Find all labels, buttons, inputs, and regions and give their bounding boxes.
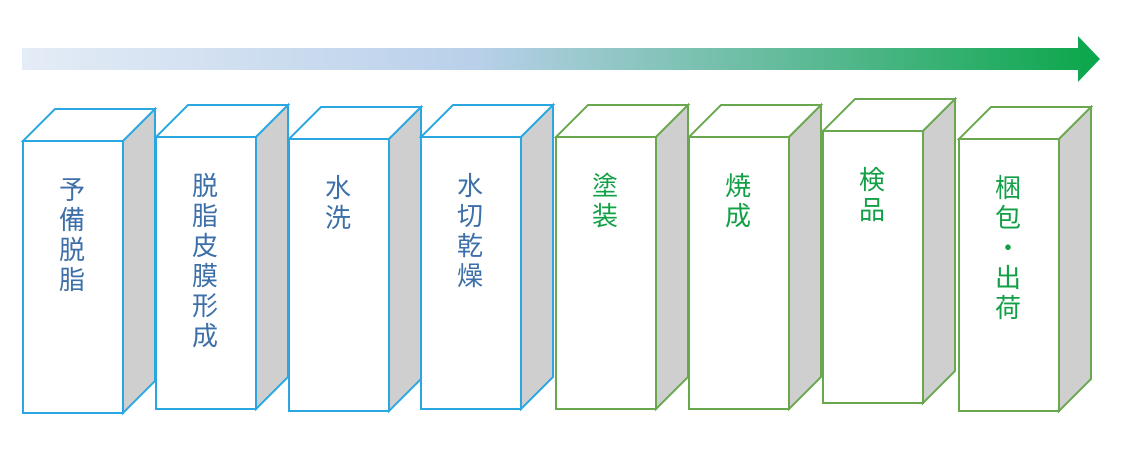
process-step: 水切乾燥 [418,102,556,412]
step-label-char: 出 [994,264,1021,294]
step-label-char: 切 [456,202,483,232]
process-step: 検品 [820,96,958,406]
step-label-char: 梱 [994,174,1021,204]
step-label-char: 洗 [324,204,351,234]
step-label-char: 品 [858,196,885,226]
step-label-char: 塗 [591,172,618,202]
step-label: 梱包・出荷 [958,174,1058,324]
step-label-char: 燥 [456,262,483,292]
step-box-3d [286,104,424,414]
box-side-face [388,104,422,414]
step-label-char: 予 [58,176,85,206]
box-side-face [788,102,822,412]
step-label-char: 形 [191,292,218,322]
process-step: 焼成 [686,102,824,412]
box-front-face [22,140,124,414]
step-label-char: 成 [191,322,218,352]
box-side-face [655,102,689,412]
box-front-face [822,130,924,404]
step-label: 水切乾燥 [420,172,520,292]
process-step: 水洗 [286,104,424,414]
step-box-3d [553,102,691,412]
box-side-face [1058,104,1092,414]
step-label-char: 脂 [191,202,218,232]
step-box-3d [820,96,958,406]
step-label: 予備脱脂 [22,176,122,296]
step-label-char: 包 [994,204,1021,234]
box-side-face [255,102,289,412]
step-label-char: 皮 [191,232,218,262]
process-flow-arrow [22,36,1100,82]
step-box-3d [418,102,556,412]
step-label-char: 膜 [191,262,218,292]
box-front-face [688,136,790,410]
step-label-char: 焼 [724,172,751,202]
step-label-char: 脂 [58,266,85,296]
step-label-char: 脱 [58,236,85,266]
step-label: 脱脂皮膜形成 [155,172,255,352]
box-side-face [922,96,956,406]
box-front-face [288,138,390,412]
step-label-char: 備 [58,206,85,236]
process-step: 塗装 [553,102,691,412]
step-box-3d [153,102,291,412]
step-box-3d [686,102,824,412]
step-label-char: 荷 [994,294,1021,324]
process-step: 脱脂皮膜形成 [153,102,291,412]
step-label-char: ・ [994,234,1021,264]
step-label: 検品 [822,166,922,226]
step-label-char: 装 [591,202,618,232]
step-label-char: 水 [324,174,351,204]
step-label-char: 乾 [456,232,483,262]
box-front-face [555,136,657,410]
step-label: 焼成 [688,172,788,232]
step-label-char: 脱 [191,172,218,202]
process-step: 予備脱脂 [20,106,158,416]
step-box-3d [20,106,158,416]
step-label: 水洗 [288,174,388,234]
step-box-3d [956,104,1094,414]
step-label-char: 検 [858,166,885,196]
arrow-shape [22,36,1100,82]
box-front-face [420,136,522,410]
box-side-face [122,106,156,416]
box-front-face [958,138,1060,412]
box-front-face [155,136,257,410]
step-label-char: 成 [724,202,751,232]
box-side-face [520,102,554,412]
step-label: 塗装 [555,172,655,232]
step-label-char: 水 [456,172,483,202]
process-step: 梱包・出荷 [956,104,1094,414]
